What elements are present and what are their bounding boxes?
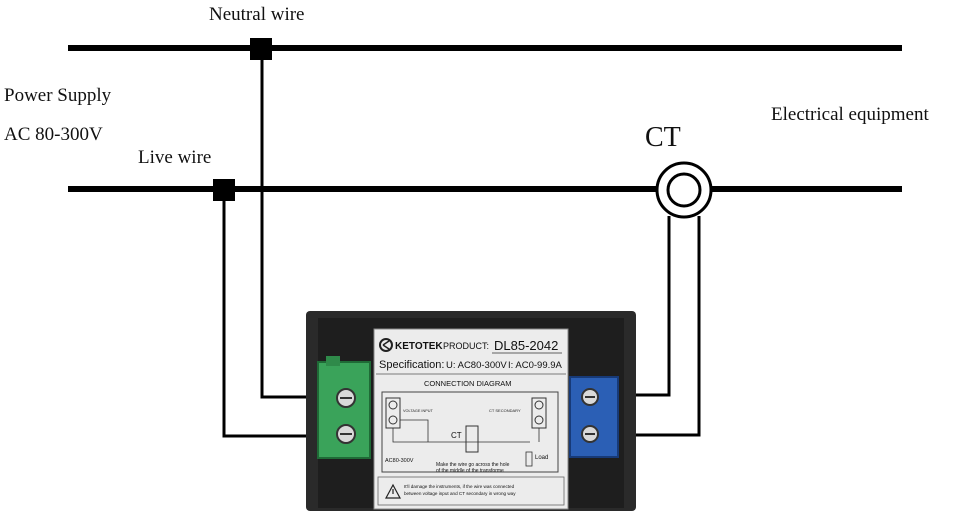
ketotek-logo-icon <box>379 338 393 352</box>
load-text: Load <box>535 455 548 461</box>
spec-voltage: U: AC80-300V <box>446 360 507 371</box>
live-wire-label: Live wire <box>138 147 212 168</box>
brand-text: KETOTEK <box>395 341 443 352</box>
note-line-1: Make the wire go across the hole <box>436 462 510 468</box>
ct-label: CT <box>645 122 681 153</box>
blue-terminal-block <box>569 376 619 458</box>
warning-line-1: It'll damage the instruments, if the wir… <box>404 484 515 489</box>
meter-label-sticker: KETOTEK PRODUCT: DL85-2042 Specification… <box>373 328 569 510</box>
voltage-input-text: VOLTAGE INPUT <box>403 409 433 413</box>
note-line-2: of the middle of the transforme <box>436 468 504 474</box>
electrical-equipment-label: Electrical equipment <box>771 104 929 125</box>
ct-ring <box>655 161 713 219</box>
product-prefix: PRODUCT: <box>443 341 489 351</box>
connection-diagram-title: CONNECTION DIAGRAM <box>424 379 512 388</box>
power-supply-label: Power Supply <box>4 85 112 106</box>
inner-ct-icon <box>465 425 479 453</box>
live-junction <box>213 179 235 201</box>
ct-secondary-text: CT SECONDARY <box>489 408 521 413</box>
neutral-wire-label: Neutral wire <box>209 4 305 25</box>
voltage-range-label: AC 80-300V <box>4 124 103 145</box>
spec-prefix: Specification: <box>379 359 444 371</box>
inner-ct-text: CT <box>451 431 462 440</box>
spec-current: I: AC0-99.9A <box>508 360 563 371</box>
load-icon <box>525 451 533 467</box>
connection-diagram-box <box>381 391 559 473</box>
warning-icon <box>384 483 402 499</box>
ac-range-text: AC80-300V <box>385 458 414 464</box>
meter: KETOTEK PRODUCT: DL85-2042 Specification… <box>306 311 636 511</box>
warning-line-2: between voltage input and CT secondary i… <box>404 491 516 496</box>
neutral-junction <box>250 38 272 60</box>
green-terminal-block <box>317 356 371 459</box>
product-model: DL85-2042 <box>494 338 558 353</box>
